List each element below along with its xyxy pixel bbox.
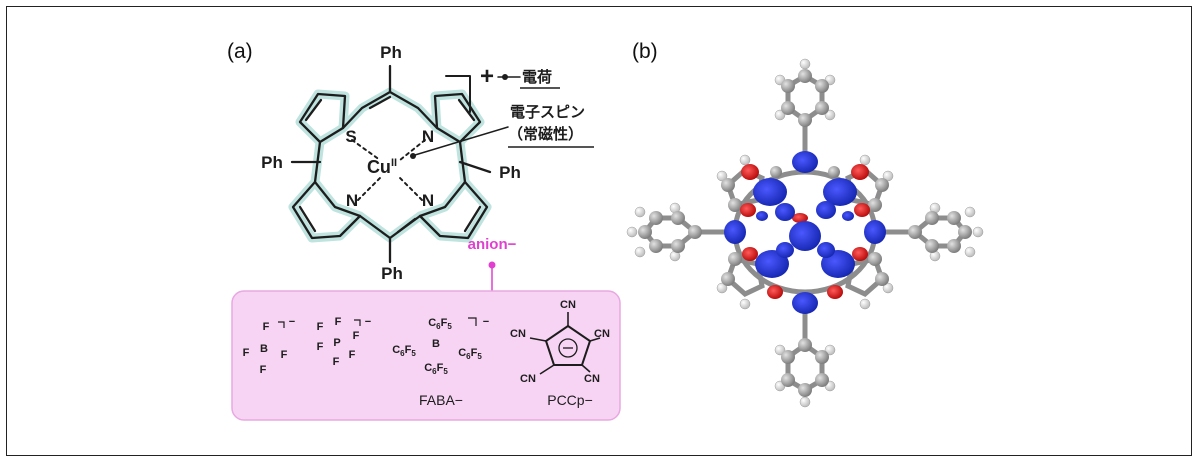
svg-text:F: F bbox=[281, 349, 288, 361]
svg-text:CN: CN bbox=[510, 328, 526, 340]
panel-label-a: (a) bbox=[227, 40, 253, 63]
atom-n-1: N bbox=[422, 127, 434, 146]
ph-right: Ph bbox=[499, 163, 521, 182]
panel-label-b: (b) bbox=[632, 40, 658, 63]
svg-text:F: F bbox=[243, 347, 250, 359]
svg-text:CN: CN bbox=[584, 373, 600, 385]
svg-text:F: F bbox=[333, 356, 340, 368]
atom-labels: S N N N CuII Ph Ph Ph Ph + bbox=[261, 43, 521, 283]
svg-text:F: F bbox=[263, 321, 270, 333]
ph-bottom: Ph bbox=[381, 264, 403, 283]
svg-text:B: B bbox=[432, 338, 440, 350]
spin-callout-line2: （常磁性） bbox=[508, 125, 583, 143]
svg-text:−: − bbox=[483, 316, 489, 328]
charge-callout: 電荷 bbox=[522, 68, 552, 86]
charge-dot bbox=[502, 74, 508, 80]
svg-text:C6F5: C6F5 bbox=[428, 317, 452, 331]
svg-text:−: − bbox=[365, 316, 371, 328]
ph-top: Ph bbox=[380, 43, 402, 62]
anion-title: anion− bbox=[468, 236, 517, 253]
atom-s: S bbox=[345, 127, 356, 146]
svg-text:F: F bbox=[317, 321, 324, 333]
atom-n-3: N bbox=[422, 191, 434, 210]
atom-n-2: N bbox=[346, 191, 358, 210]
anion-pf6: F F F P F F F − bbox=[317, 316, 372, 368]
svg-text:F: F bbox=[317, 341, 324, 353]
svg-text:CN: CN bbox=[520, 373, 536, 385]
svg-text:C6F5: C6F5 bbox=[392, 344, 416, 358]
metal-cu: CuII bbox=[367, 157, 397, 177]
anion-pccp: CN CN CN CN CN PCCp− bbox=[510, 299, 610, 408]
svg-text:F: F bbox=[353, 330, 360, 342]
faba-caption: FABA− bbox=[419, 392, 463, 408]
svg-text:F: F bbox=[335, 316, 342, 328]
svg-text:C6F5: C6F5 bbox=[424, 362, 448, 376]
svg-text:CN: CN bbox=[594, 328, 610, 340]
pccp-caption: PCCp− bbox=[547, 392, 593, 408]
anion-box: anion− F F B F F − F F F P F F F − C6F bbox=[231, 236, 621, 421]
ph-left: Ph bbox=[261, 153, 283, 172]
svg-text:F: F bbox=[349, 349, 356, 361]
svg-text:F: F bbox=[260, 364, 267, 376]
svg-text:B: B bbox=[260, 343, 268, 355]
svg-text:−: − bbox=[289, 316, 295, 328]
anion-faba: C6F5 C6F5 B C6F5 C6F5 − FABA− bbox=[392, 316, 489, 408]
porphyrin-molecule bbox=[288, 64, 521, 264]
svg-text:P: P bbox=[333, 337, 340, 349]
svg-text:C6F5: C6F5 bbox=[458, 347, 482, 361]
anion-bf4: F F B F F − bbox=[243, 316, 296, 376]
spin-callout-line1: 電子スピン bbox=[510, 104, 585, 121]
svg-text:CN: CN bbox=[560, 299, 576, 311]
charge-sign: + bbox=[480, 63, 494, 90]
spin-dot bbox=[410, 153, 416, 159]
molecule-render bbox=[626, 58, 984, 408]
